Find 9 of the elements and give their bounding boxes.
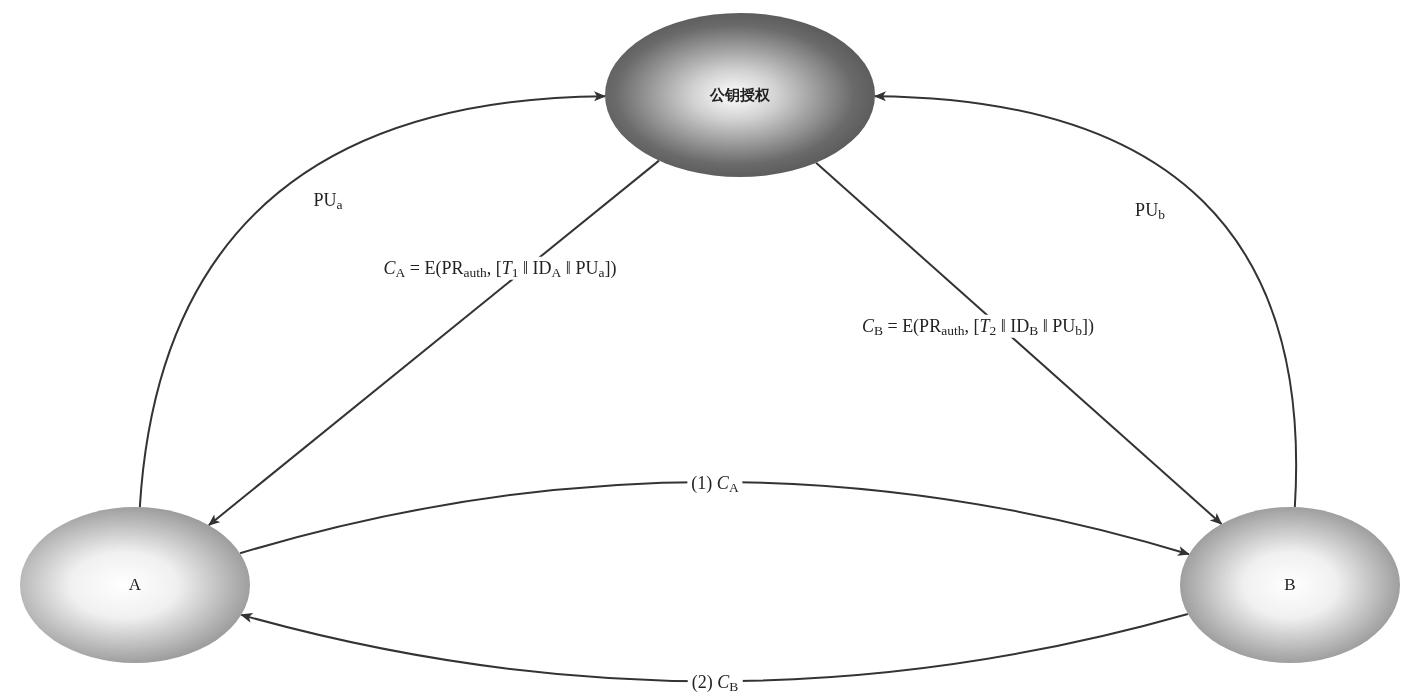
arrow (240, 612, 1189, 683)
arrow (874, 91, 1297, 509)
arrow (207, 159, 660, 527)
node-label: 公钥授权 (710, 85, 770, 105)
node-label: B (1284, 574, 1296, 597)
arrow (239, 480, 1190, 557)
node-label: A (128, 574, 142, 597)
arrow (138, 91, 606, 509)
arrow (815, 161, 1223, 525)
